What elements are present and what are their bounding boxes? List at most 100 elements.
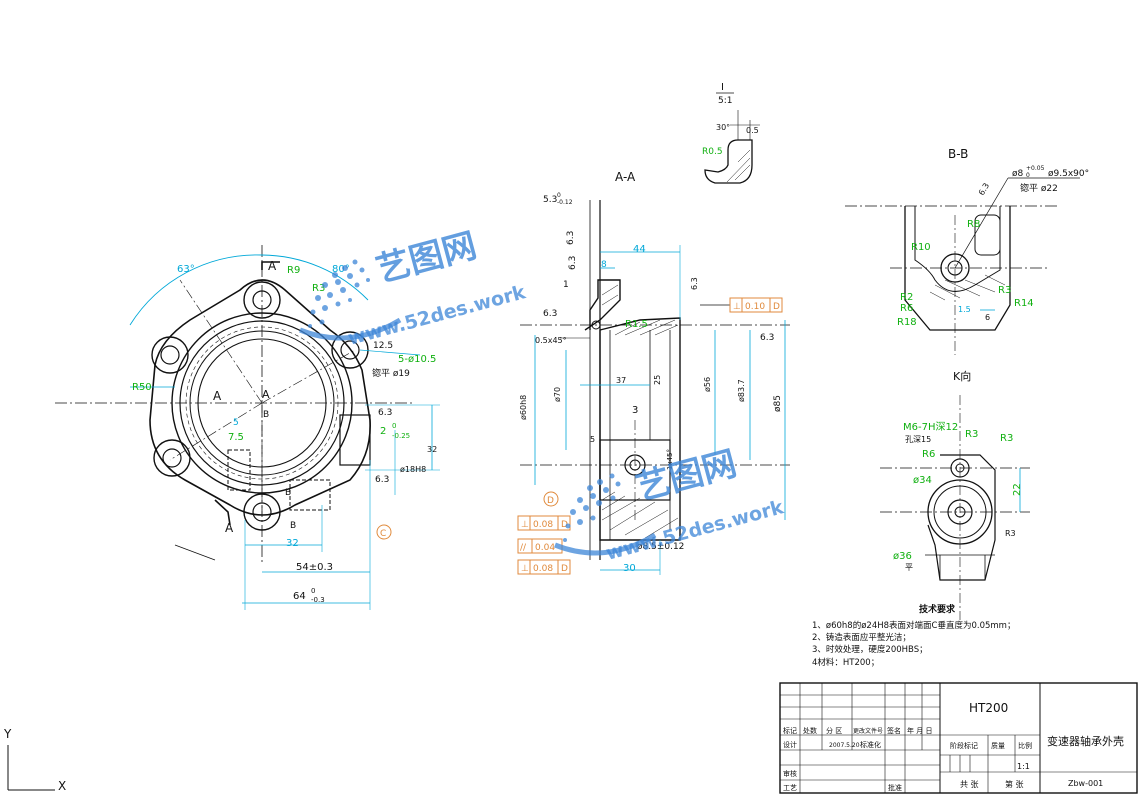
dim-6-3-lower: 6.3 — [375, 475, 389, 485]
tb-scale: 1:1 — [1017, 762, 1030, 771]
dim-bore-h8: ø18H8 — [400, 465, 426, 474]
k-dim-thread: M6-7H深12 — [903, 421, 958, 433]
dim-64-lower: -0.3 — [311, 596, 325, 604]
front-view — [55, 245, 440, 610]
tb-rev-h1: 标记 — [783, 726, 797, 735]
tech-req-title: 技术要求 — [919, 603, 956, 615]
tol-2-symbol: ⊥ — [521, 520, 529, 530]
tb-standardization: 标准化 — [860, 740, 881, 749]
dim-2-upper: 0 — [392, 422, 396, 430]
dim-dia-56: ø56 — [703, 377, 712, 392]
section-a-label-bottom: A — [225, 521, 234, 535]
section-b-label-lower: B — [290, 521, 296, 531]
tech-req-4: 4材料：HT200； — [812, 657, 879, 668]
dim-5-aa: 5 — [590, 435, 595, 444]
ucs-icon — [7, 745, 55, 791]
tolerance-frame-1: ⊥ 0.10 D — [729, 297, 783, 313]
roughness-6-3-d: 6.3 — [760, 333, 774, 343]
detail-dim-r0-5: R0.5 — [702, 147, 723, 157]
bb-dim-r2: R2 — [900, 292, 913, 303]
tol-1-symbol: ⊥ — [733, 302, 741, 312]
detail-i-label: I — [721, 82, 724, 93]
ucs-y-label: Y — [3, 727, 12, 741]
section-a-label-center: A — [262, 388, 270, 401]
datum-d-label: D — [547, 496, 554, 506]
dim-6-3-right: 6.3 — [378, 408, 392, 418]
watermark-logo-1 — [299, 259, 402, 341]
detail-i-view — [704, 92, 760, 184]
view-k-title: K向 — [953, 369, 971, 383]
tol-2-datum: D — [561, 520, 568, 530]
k-dim-r3-a: R3 — [965, 429, 978, 440]
tb-process: 工艺 — [783, 784, 797, 792]
section-a-label-left: A — [213, 389, 222, 403]
k-dim-r6: R6 — [922, 449, 935, 460]
dim-bolt-holes: 5-ø10.5 — [398, 354, 436, 365]
bb-dim-spotface: 锪平 ø22 — [1020, 182, 1058, 194]
section-a-label-top: A — [268, 259, 277, 273]
dim-7-5: 7.5 — [228, 432, 244, 443]
bb-roughness-6-3: 6.3 — [977, 181, 991, 197]
roughness-25: 25 — [653, 375, 662, 385]
dim-r9: R9 — [287, 265, 300, 276]
bb-dim-1-5: 1.5 — [958, 305, 971, 314]
dim-2: 2 — [380, 426, 386, 437]
datum-d-bubble — [543, 491, 559, 507]
dim-dia-83-7: ø83.7 — [737, 379, 746, 402]
bb-dim-dia-8-lower: 0 — [1026, 172, 1030, 179]
dim-r3: R3 — [312, 283, 325, 294]
ucs-x-label: X — [58, 779, 66, 793]
watermark-url-2: www.52des.work — [604, 496, 787, 565]
tb-drawing-name: 变速器轴承外壳 — [1047, 734, 1124, 748]
view-k — [880, 395, 1030, 620]
section-aa-view — [520, 200, 790, 575]
section-b-label-center: B — [263, 410, 269, 420]
tech-req-1: 1、ø60h8的ø24H8表面对端面C垂直度为0.05mm； — [812, 620, 1015, 631]
tb-designer-label: 设计 — [783, 740, 797, 749]
datum-c-bubble — [376, 524, 392, 540]
watermark-url-1: www.52des.work — [346, 281, 529, 350]
dim-3: 3 — [632, 405, 638, 416]
tol-4-symbol: ⊥ — [521, 564, 529, 574]
watermark-logo-2 — [554, 473, 657, 556]
dim-37: 37 — [616, 376, 626, 385]
dim-54: 54±0.3 — [296, 562, 333, 573]
bb-dim-dia-8-upper: +0.05 — [1026, 165, 1045, 172]
tol-3-value: 0.04 — [535, 543, 555, 553]
dim-5-3-lower: -0.12 — [557, 199, 573, 206]
datum-c-label: C — [380, 529, 386, 539]
tb-sheet-total: 共 张 — [960, 780, 979, 789]
tb-drawing-no: Zbw-001 — [1068, 779, 1103, 788]
dim-chamfer-0-5: 0.5x45° — [535, 336, 567, 345]
tech-req-2: 2、铸造表面应平整光洁； — [812, 632, 911, 643]
dim-32-horizontal: 32 — [286, 538, 299, 549]
dim-5: 5 — [233, 418, 239, 428]
dim-2-lower: -0.25 — [392, 432, 410, 440]
bb-dim-r14: R14 — [1014, 298, 1034, 309]
section-b-label-right: B — [285, 488, 291, 498]
k-dim-22: 22 — [1012, 483, 1023, 496]
tb-material: HT200 — [969, 701, 1008, 715]
roughness-6-3-b: 6.3 — [568, 256, 578, 270]
bb-dim-r6: R6 — [900, 303, 913, 314]
tol-3-symbol: // — [520, 543, 527, 553]
tol-1-value: 0.10 — [745, 302, 765, 312]
dim-spotface: 锪平 ø19 — [372, 367, 410, 379]
bb-dim-6: 6 — [985, 313, 990, 322]
bb-dim-dia-8: ø8 — [1012, 169, 1024, 179]
tolerance-frame-4: ⊥ 0.08 D — [517, 559, 571, 575]
dim-dia-60h8: ø60h8 — [519, 395, 528, 420]
dim-64: 64 — [293, 591, 306, 602]
dim-dia-85: ø85 — [773, 395, 783, 412]
dim-32-vertical: 32 — [427, 445, 437, 454]
tol-4-datum: D — [561, 564, 568, 574]
dim-dia-70: ø70 — [553, 387, 562, 402]
k-dim-dia-34: ø34 — [913, 475, 932, 486]
dim-44: 44 — [633, 244, 646, 255]
detail-dim-30deg: 30° — [716, 123, 730, 132]
tb-stage: 阶段标记 — [950, 741, 978, 750]
k-dim-r3-b: R3 — [1000, 433, 1013, 444]
dim-64-upper: 0 — [311, 587, 315, 595]
tol-1-datum: D — [773, 302, 780, 312]
